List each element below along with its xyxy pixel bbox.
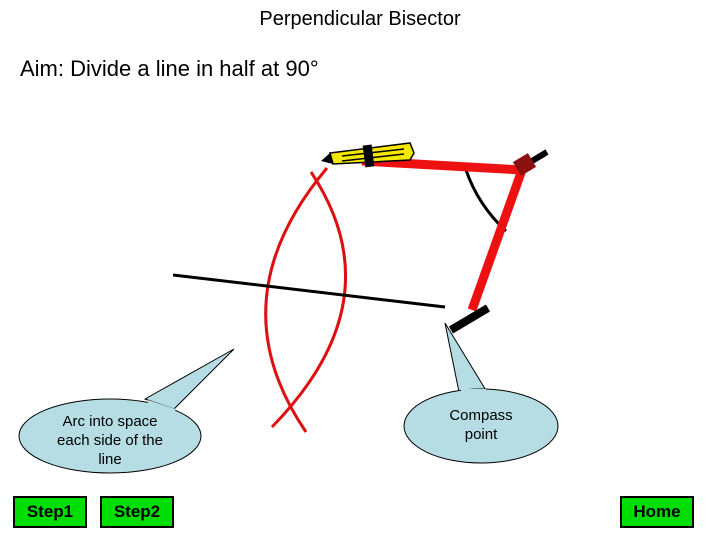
- line-segment: [172, 273, 446, 309]
- pencil-stripe-1: [341, 148, 405, 157]
- arc-callout: [18, 348, 235, 474]
- compass-needle: [448, 304, 491, 334]
- step2-button[interactable]: Step2: [100, 496, 174, 528]
- left-arc: [264, 167, 329, 433]
- compass-hinge: [512, 153, 537, 176]
- pencil-tip: [321, 153, 333, 164]
- right-arc: [270, 171, 348, 429]
- aim-text: Aim: Divide a line in half at 90°: [20, 56, 319, 81]
- arc-callout-text: Arc into space each side of the line: [57, 413, 163, 468]
- home-button[interactable]: Home: [620, 496, 694, 528]
- compass-pencil-arm: [361, 156, 523, 175]
- pencil-clamp: [362, 144, 375, 168]
- pencil-icon: [321, 142, 415, 168]
- compass-icon: [361, 149, 549, 334]
- step1-button[interactable]: Step1: [13, 496, 87, 528]
- compass-callout: [403, 322, 559, 464]
- page-title: Perpendicular Bisector: [259, 8, 461, 30]
- compass-callout-text: Compass point: [449, 407, 513, 443]
- compass-point-arm: [467, 168, 527, 312]
